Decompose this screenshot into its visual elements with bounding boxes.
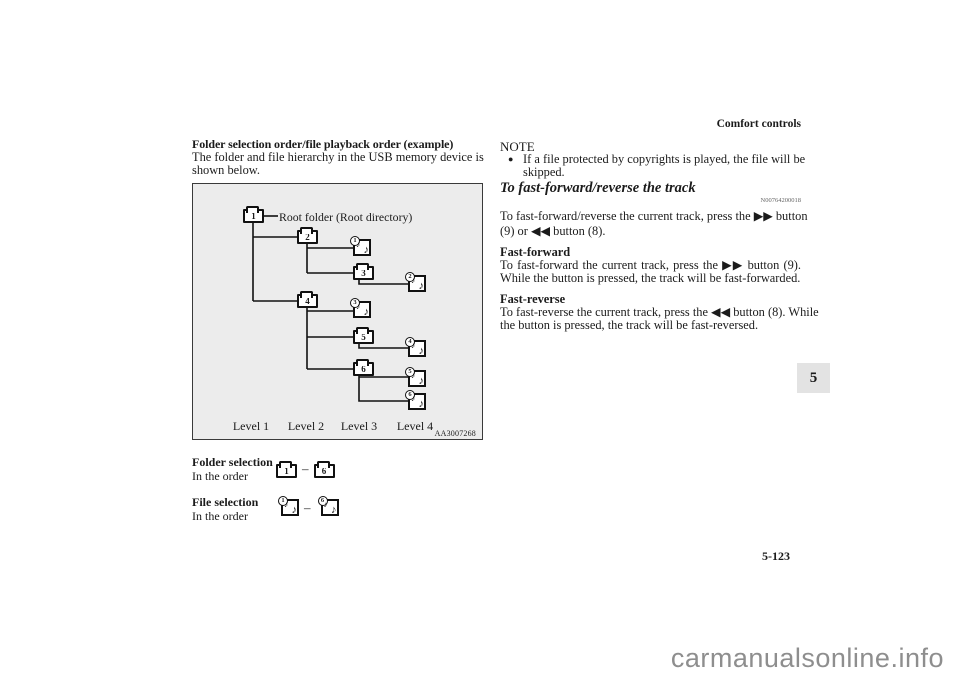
level-label: Level 4 bbox=[396, 419, 434, 433]
fast-forward-paragraph: To fast-forward the current track, press… bbox=[500, 259, 801, 285]
left-intro-paragraph: The folder and file hierarchy in the USB… bbox=[192, 150, 484, 177]
music-note-icon: ♪ bbox=[411, 371, 415, 380]
paragraph-line: skipped. bbox=[523, 165, 565, 179]
fast-reverse-heading: Fast-reverse bbox=[500, 292, 566, 306]
paragraph-line: To fast-forward/reverse the current trac… bbox=[500, 209, 808, 223]
fast-reverse-paragraph: To fast-reverse the current track, press… bbox=[500, 305, 819, 332]
running-header: Comfort controls bbox=[716, 118, 801, 130]
folder-icon: 4 bbox=[297, 291, 318, 308]
folder-selection-title: Folder selection bbox=[192, 455, 273, 469]
level-label: Level 1 bbox=[232, 419, 270, 433]
folder-icon: 6 bbox=[353, 359, 374, 376]
music-file-icon: 1 ♪ ♪ bbox=[350, 236, 371, 256]
music-file-icon: 2 ♪ ♪ bbox=[405, 272, 426, 292]
intro-paragraph: To fast-forward/reverse the current trac… bbox=[500, 209, 808, 239]
folder-number: 1 bbox=[251, 211, 256, 221]
folder-range-icons: 1 – 6 bbox=[276, 459, 335, 478]
folder-number: 4 bbox=[305, 296, 310, 306]
tree-connector-lines bbox=[252, 215, 408, 402]
folder-number: 6 bbox=[361, 364, 366, 374]
folder-icon: 2 bbox=[297, 227, 318, 244]
range-dash: – bbox=[304, 499, 311, 515]
music-note-icon: ♪ bbox=[418, 280, 425, 292]
file-range-icons: 1 ♪ ♪ – 6 ♪ ♪ bbox=[276, 496, 339, 516]
folder-selection-row: Folder selection In the order 1 – 6 bbox=[192, 456, 483, 484]
music-note-icon: ♪ bbox=[418, 398, 425, 410]
file-selection-subtitle: In the order bbox=[192, 509, 248, 523]
folder-icon: 5 bbox=[353, 327, 374, 344]
file-selection-title: File selection bbox=[192, 495, 259, 509]
music-file-icon: 6 ♪ ♪ bbox=[405, 390, 426, 410]
music-note-icon: ♪ bbox=[411, 276, 415, 285]
paragraph-line: shown below. bbox=[192, 163, 261, 177]
circled-number-badge: 6 bbox=[317, 496, 328, 506]
paragraph-line: The folder and file hierarchy in the USB… bbox=[192, 150, 484, 164]
section-heading: To fast-forward/reverse the track bbox=[500, 180, 696, 196]
music-file-icon: 6 ♪ ♪ bbox=[317, 496, 339, 516]
paragraph-line: If a file protected by copyrights is pla… bbox=[523, 152, 806, 166]
music-file-icon: 3 ♪ ♪ bbox=[350, 298, 371, 318]
music-file-icon: 1 ♪ ♪ bbox=[278, 496, 299, 516]
music-note-icon: ♪ bbox=[411, 394, 415, 403]
folder-icon: 6 bbox=[313, 461, 335, 478]
folder-number: 3 bbox=[361, 268, 366, 278]
music-note-icon: ♪ bbox=[411, 341, 415, 350]
page-number: 5-123 bbox=[762, 549, 790, 563]
music-note-icon: ♪ bbox=[356, 302, 360, 311]
music-note-icon: ♪ bbox=[323, 500, 328, 509]
paragraph-line: (9) or ◀◀ button (8). bbox=[500, 224, 606, 238]
reference-code: N00764200018 bbox=[760, 197, 801, 204]
music-file-icon: 4 ♪ ♪ bbox=[405, 337, 426, 357]
file-selection-row: File selection In the order 1 ♪ ♪ – 6 ♪ … bbox=[192, 496, 483, 524]
music-note-icon: ♪ bbox=[291, 504, 298, 516]
root-folder-label: Root folder (Root directory) bbox=[279, 210, 413, 224]
watermark: carmanualsonline.info bbox=[670, 643, 944, 673]
paragraph-line: While the button is pressed, the track w… bbox=[500, 271, 801, 285]
music-note-icon: ♪ bbox=[418, 345, 425, 357]
usb-hierarchy-diagram: 1 2 3 4 5 6 1 ♪ ♪ 2 ♪ ♪ 3 ♪ ♪ 4 bbox=[192, 183, 483, 440]
folder-number: 5 bbox=[361, 332, 366, 342]
music-note-icon: ♪ bbox=[363, 244, 370, 256]
folder-icon: 1 bbox=[243, 206, 264, 223]
level-label: Level 3 bbox=[340, 419, 378, 433]
figure-code: AA3007268 bbox=[434, 429, 476, 438]
paragraph-line: To fast-forward the current track, press… bbox=[500, 258, 801, 272]
paragraph-line: the button is pressed, the track will be… bbox=[500, 318, 759, 332]
folder-icon: 1 bbox=[276, 461, 297, 478]
circled-number-badge: 3 bbox=[350, 298, 360, 308]
music-file-icon: 5 ♪ ♪ bbox=[405, 367, 426, 387]
music-note-icon: ♪ bbox=[331, 504, 337, 516]
paragraph-line: To fast-reverse the current track, press… bbox=[500, 305, 819, 319]
circled-number-badge: 1 bbox=[278, 496, 288, 506]
circled-number-badge: 4 bbox=[405, 337, 415, 347]
circled-number-badge: 2 bbox=[405, 272, 415, 282]
music-note-icon: ♪ bbox=[284, 500, 288, 509]
bullet-icon: ● bbox=[508, 154, 514, 164]
folder-number: 6 bbox=[321, 466, 327, 476]
fast-forward-heading: Fast-forward bbox=[500, 245, 571, 259]
folder-number: 1 bbox=[284, 466, 289, 476]
circled-number-badge: 6 bbox=[405, 390, 415, 400]
level-label: Level 2 bbox=[287, 419, 325, 433]
circled-number-badge: 5 bbox=[405, 367, 415, 377]
range-dash: – bbox=[302, 460, 309, 476]
music-note-icon: ♪ bbox=[418, 375, 425, 387]
left-heading: Folder selection order/file playback ord… bbox=[192, 137, 454, 151]
circled-number-badge: 1 bbox=[350, 236, 360, 246]
note-paragraph: ● If a file protected by copyrights is p… bbox=[500, 152, 806, 179]
music-note-icon: ♪ bbox=[363, 306, 370, 318]
folder-icon: 3 bbox=[353, 263, 374, 280]
folder-selection-subtitle: In the order bbox=[192, 469, 248, 483]
music-note-icon: ♪ bbox=[356, 240, 360, 249]
note-label: NOTE bbox=[500, 139, 535, 154]
folder-number: 2 bbox=[305, 232, 310, 242]
chapter-tab: 5 bbox=[797, 363, 830, 393]
diagram-canvas: 1 2 3 4 5 6 1 ♪ ♪ 2 ♪ ♪ 3 ♪ ♪ 4 bbox=[193, 184, 481, 438]
